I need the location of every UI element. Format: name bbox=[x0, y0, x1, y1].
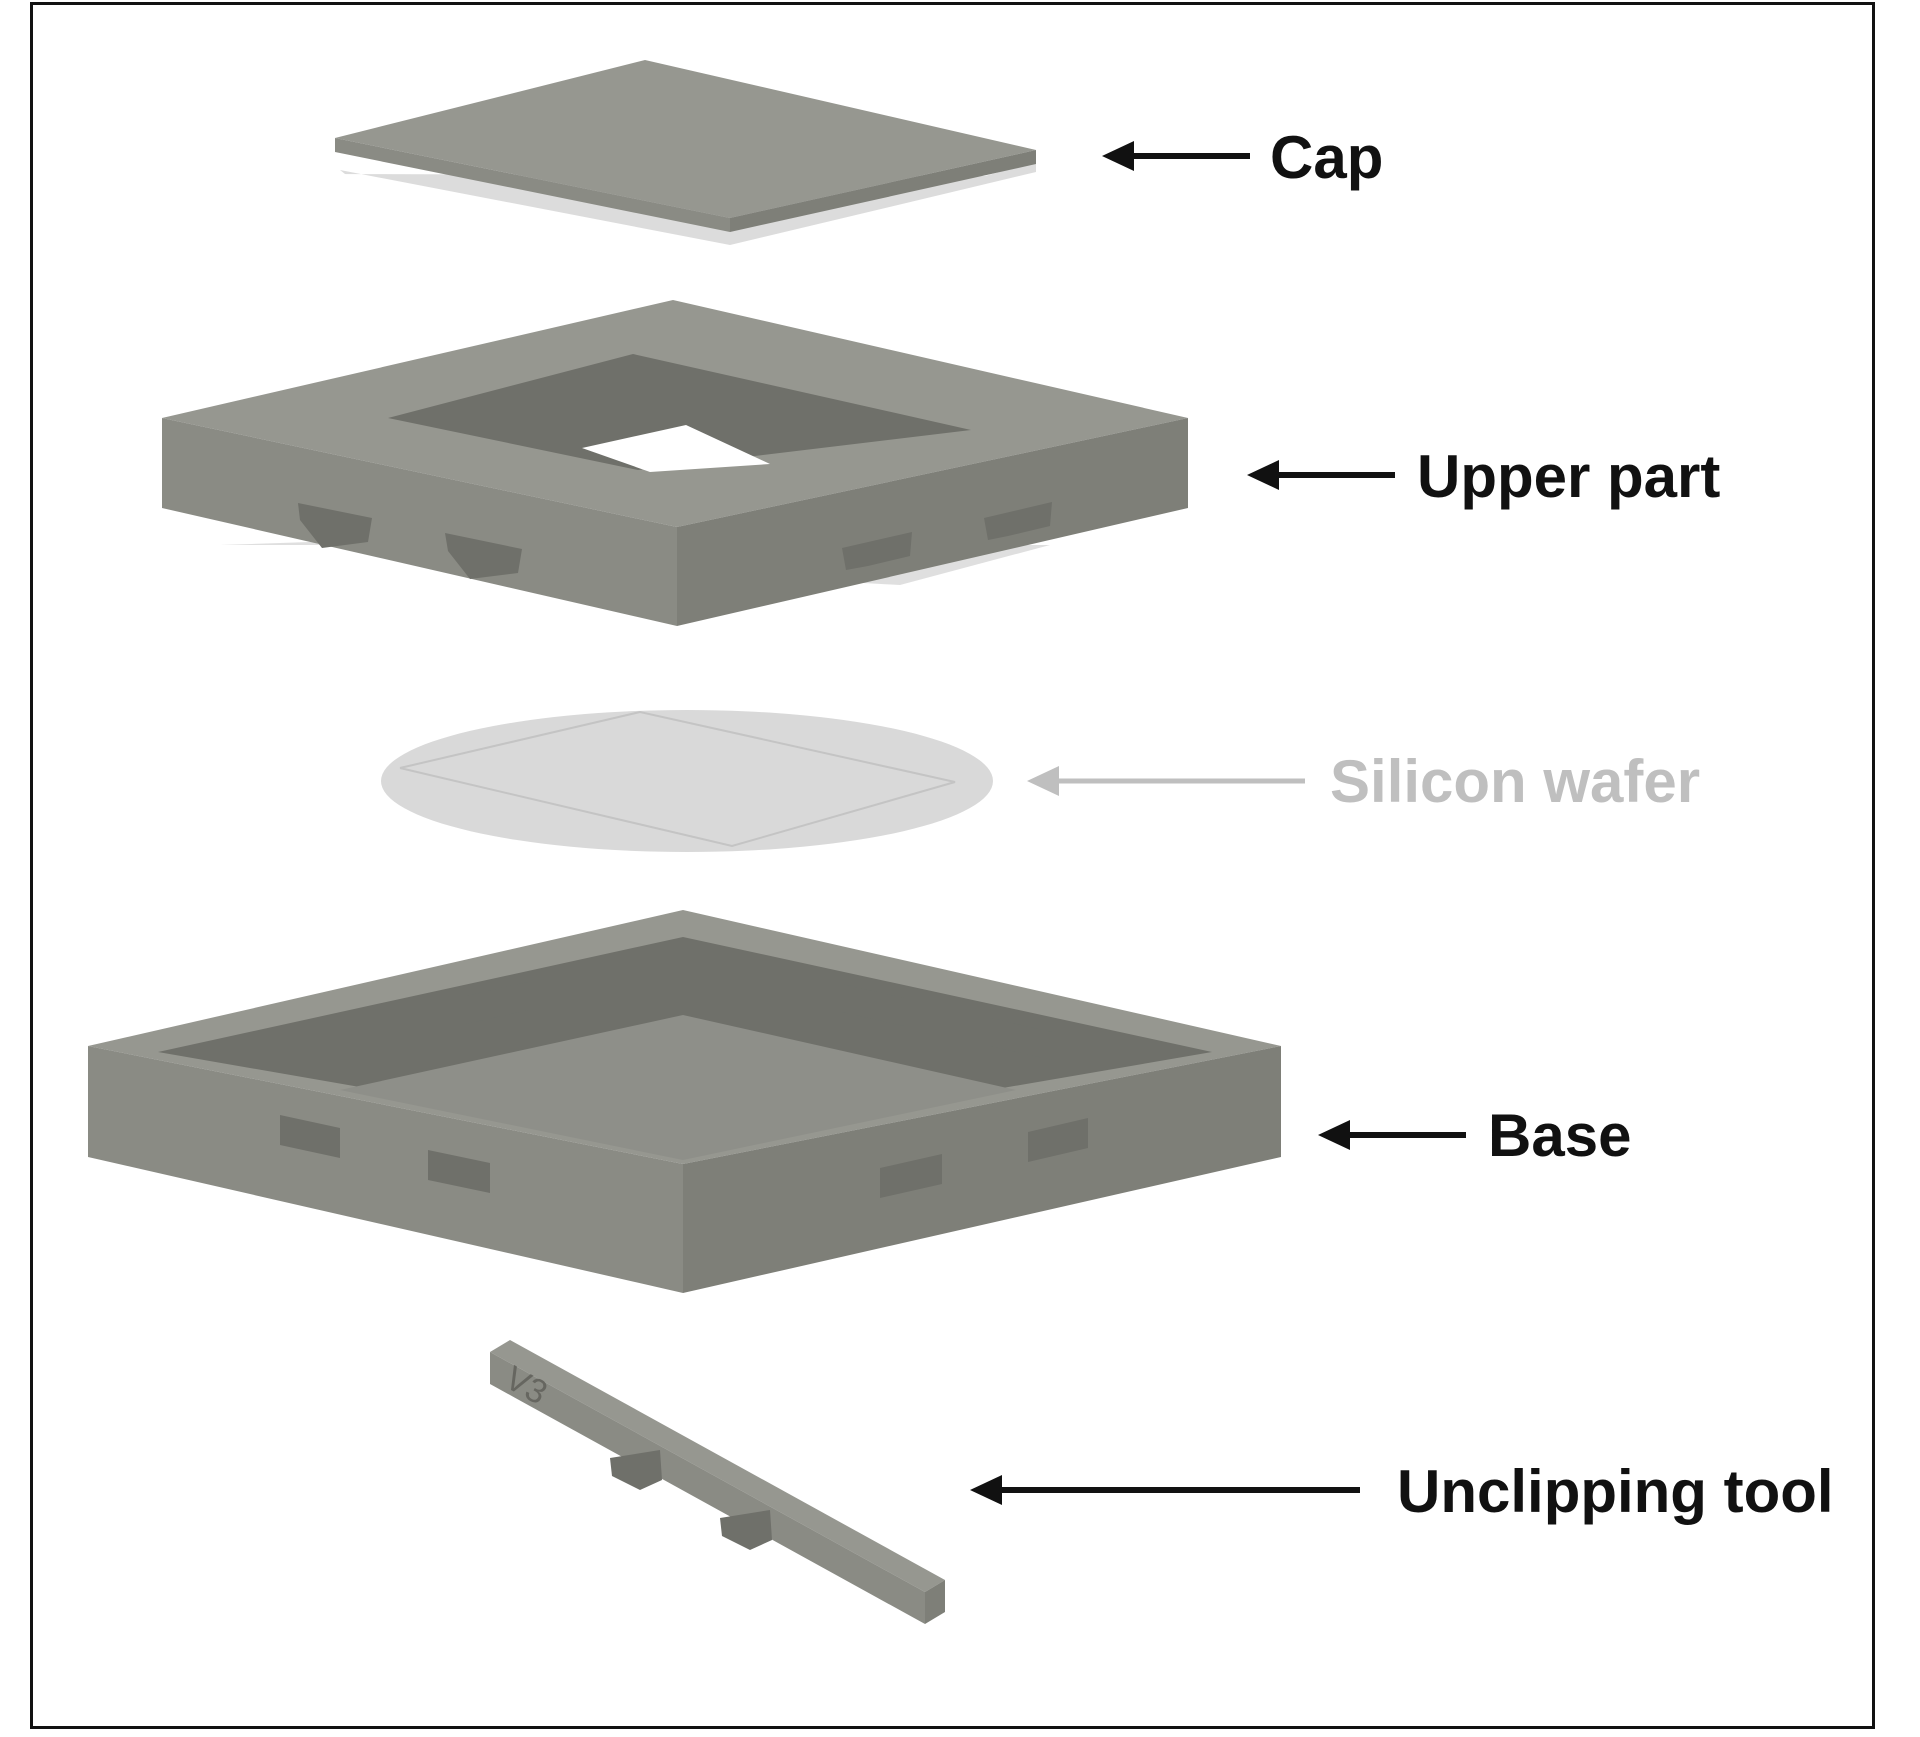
slot-1 bbox=[320, 1015, 380, 1058]
upper-part-label: Upper part bbox=[1417, 443, 1720, 510]
base-floor bbox=[340, 1015, 1016, 1160]
tool-top-face bbox=[490, 1340, 945, 1592]
label-upper-part: Upper part bbox=[1247, 443, 1720, 510]
silicon-wafer-label: Silicon wafer bbox=[1330, 748, 1700, 815]
upper-part-arrowhead bbox=[1247, 460, 1279, 490]
clip-2 bbox=[445, 533, 522, 579]
slot-3 bbox=[842, 984, 904, 1026]
clip-4 bbox=[984, 502, 1052, 540]
upper-part-opening-hole bbox=[582, 425, 770, 472]
base-part bbox=[88, 910, 1281, 1293]
slot-7 bbox=[880, 1154, 942, 1198]
silicon-wafer bbox=[381, 710, 993, 852]
unclipping-tool-label: Unclipping tool bbox=[1397, 1458, 1834, 1525]
tool-pin-2 bbox=[720, 1510, 772, 1550]
slot-6 bbox=[428, 1150, 490, 1193]
unclipping-tool: V3 bbox=[490, 1340, 945, 1624]
cap-part bbox=[335, 60, 1036, 245]
label-cap: Cap bbox=[1102, 124, 1383, 191]
base-arrowhead bbox=[1318, 1120, 1350, 1150]
tool-front-face bbox=[490, 1352, 925, 1624]
cap-left-face bbox=[335, 138, 730, 232]
slot-2 bbox=[466, 982, 528, 1024]
clip-3 bbox=[842, 532, 912, 570]
cap-label: Cap bbox=[1270, 124, 1383, 191]
cap-arrowhead bbox=[1102, 141, 1134, 171]
slot-8 bbox=[1028, 1118, 1088, 1162]
tool-pin-1 bbox=[610, 1450, 662, 1490]
slot-4 bbox=[990, 1018, 1052, 1060]
label-unclipping-tool: Unclipping tool bbox=[970, 1458, 1834, 1525]
upper-part bbox=[162, 300, 1188, 626]
slot-5 bbox=[280, 1115, 340, 1158]
upper-part-opening-wall bbox=[388, 354, 971, 470]
upper-part-clips bbox=[298, 502, 1052, 579]
clip-1 bbox=[298, 503, 372, 548]
tool-arrowhead bbox=[970, 1475, 1002, 1505]
label-silicon-wafer: Silicon wafer bbox=[1027, 748, 1700, 815]
wafer-arrowhead bbox=[1027, 766, 1059, 796]
upper-part-left-face bbox=[162, 418, 677, 626]
base-left-face bbox=[88, 1046, 683, 1293]
wafer-outline bbox=[399, 710, 956, 848]
cap-right-face bbox=[730, 150, 1036, 232]
base-slots bbox=[280, 982, 1088, 1198]
cap-top-face bbox=[335, 60, 1036, 218]
upper-part-right-face bbox=[677, 418, 1188, 626]
base-label: Base bbox=[1488, 1102, 1631, 1169]
tool-end-face bbox=[925, 1580, 945, 1624]
label-base: Base bbox=[1318, 1102, 1631, 1169]
figure-frame bbox=[30, 2, 1875, 1729]
base-right-face bbox=[683, 1046, 1281, 1293]
wafer-disc bbox=[381, 710, 993, 852]
